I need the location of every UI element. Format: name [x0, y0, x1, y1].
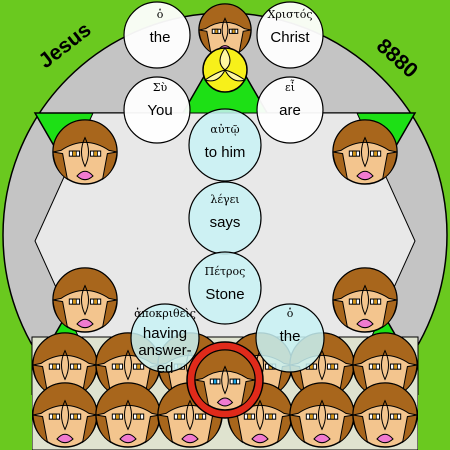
face-right-top	[332, 119, 398, 185]
word-o1-english: the	[149, 29, 171, 46]
circle-ei	[256, 76, 324, 144]
word-o1: ὁ the	[130, 9, 190, 45]
word-auto-english: to him	[204, 144, 246, 161]
face-center-red	[186, 341, 264, 419]
face-bottom-lower-2	[95, 382, 161, 448]
word-ei-greek: εἶ	[284, 81, 295, 94]
word-legei: λέγει says	[190, 194, 260, 230]
face-bottom-upper-6	[352, 332, 418, 398]
word-o2-english: the	[279, 328, 301, 345]
word-apokr-greek: ἀποκριθεὶς	[134, 307, 196, 320]
word-apokr: ἀποκριθεὶς having answer-ed	[124, 308, 206, 377]
face-top	[198, 3, 252, 57]
face-bottom-lower-1	[32, 382, 98, 448]
word-legei-greek: λέγει	[210, 193, 240, 206]
face-bottom-lower-5	[289, 382, 355, 448]
word-petros-greek: Πέτρος	[204, 265, 246, 278]
word-auto: αὐτῷ to him	[190, 124, 260, 160]
circle-christos	[256, 1, 324, 69]
face-right-bottom	[332, 267, 398, 333]
word-o1-greek: ὁ	[156, 8, 164, 21]
circle-o2	[255, 303, 325, 373]
word-su-english: You	[147, 102, 173, 119]
word-auto-greek: αὐτῷ	[210, 123, 240, 136]
yellow-flower	[202, 47, 248, 93]
face-group	[32, 3, 418, 448]
word-su-greek: Σὺ	[152, 81, 168, 94]
word-circle-group	[123, 1, 325, 373]
bottom-left-strip	[0, 395, 32, 450]
word-ei: εἶ are	[260, 82, 320, 118]
face-bottom-lower-6	[352, 382, 418, 448]
circle-petros	[188, 251, 262, 325]
word-christos-greek: Χριστός	[267, 8, 313, 21]
word-christos: Χριστός Christ	[255, 9, 325, 45]
circle-o1	[123, 1, 191, 69]
face-left-top	[52, 119, 118, 185]
word-apokr-english: having answer-ed	[138, 325, 192, 377]
face-left-bottom	[52, 267, 118, 333]
face-center	[194, 349, 256, 411]
word-o2: ὁ the	[260, 308, 320, 344]
bottom-right-strip	[418, 395, 450, 450]
word-ei-english: are	[279, 102, 301, 119]
word-legei-english: says	[209, 214, 241, 231]
word-su: Σὺ You	[130, 82, 190, 118]
circle-auto	[188, 108, 262, 182]
circle-apokr	[130, 303, 200, 373]
circle-su	[123, 76, 191, 144]
word-o2-greek: ὁ	[286, 307, 294, 320]
word-petros: Πέτρος Stone	[190, 266, 260, 302]
word-christos-english: Christ	[270, 29, 310, 46]
word-petros-english: Stone	[205, 286, 245, 303]
